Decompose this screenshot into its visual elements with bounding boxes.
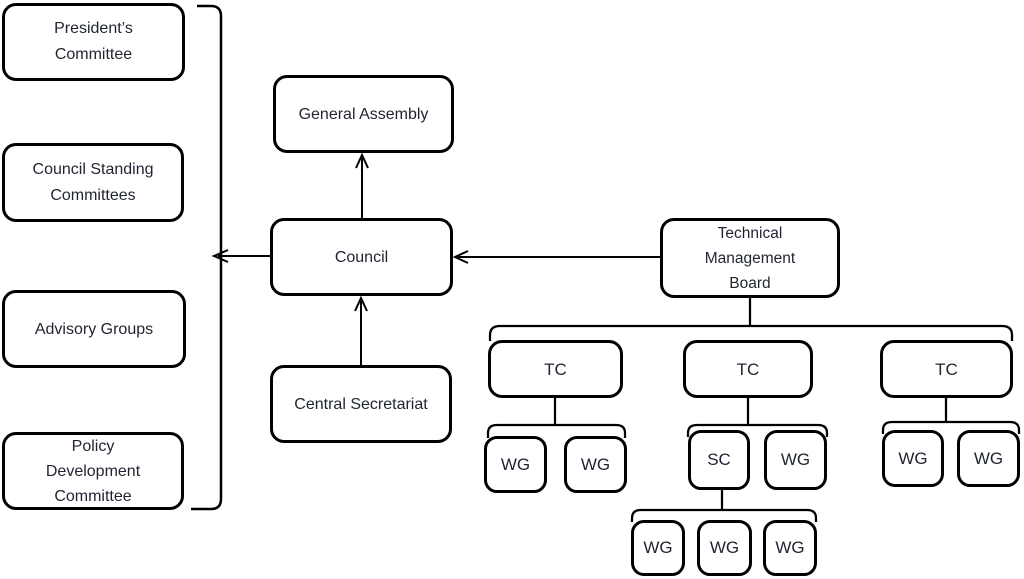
arrow-secretariat-to-council-head: [354, 295, 368, 312]
tc-1-label: TC: [544, 359, 567, 379]
tc2-wg-label: WG: [780, 450, 811, 469]
box-advisory-groups: Advisory Groups: [2, 290, 186, 368]
arrow-tmb-to-council-head: [452, 250, 469, 264]
sc-children-bracket: [630, 508, 818, 522]
central-secretariat-label: Central Secretariat: [294, 395, 428, 413]
tc-2-label: TC: [736, 359, 760, 379]
box-policy-development-committee: Policy Development Committee: [2, 432, 184, 510]
tc-row-bracket: [488, 324, 1014, 341]
box-tc-3: TC: [880, 340, 1013, 398]
box-technical-management-board: Technical Management Board: [660, 218, 840, 298]
technical-management-board-label: Technical Management Board: [704, 224, 796, 292]
council-label: Council: [334, 248, 389, 266]
box-council: Council: [270, 218, 453, 296]
sc-wg-3-label: WG: [775, 538, 805, 557]
box-central-secretariat: Central Secretariat: [270, 365, 452, 443]
tc1-wg-1-label: WG: [500, 454, 531, 474]
box-presidents-committee: President’s Committee: [2, 3, 185, 81]
arrow-council-to-committees-head: [211, 249, 229, 263]
tc3-wg-2-label: WG: [973, 448, 1004, 468]
box-council-standing-committees: Council Standing Committees: [2, 143, 184, 222]
box-tc1-wg-1: WG: [484, 436, 547, 493]
box-tc3-wg-1: WG: [882, 430, 944, 487]
sc-wg-2-label: WG: [709, 538, 740, 557]
tc1-wg-2-label: WG: [580, 454, 611, 474]
box-sc-wg-2: WG: [697, 520, 752, 576]
policy-development-committee-label: Policy Development Committee: [45, 437, 141, 505]
advisory-groups-label: Advisory Groups: [34, 320, 154, 338]
left-group-bracket: [191, 4, 223, 511]
tc2-sc-label: SC: [707, 450, 731, 469]
general-assembly-label: General Assembly: [298, 105, 429, 123]
arrow-council-to-assembly-head: [355, 152, 369, 169]
box-sc-wg-3: WG: [763, 520, 817, 576]
tc2-children-bracket: [686, 423, 829, 437]
box-general-assembly: General Assembly: [273, 75, 454, 153]
sc-wg-1-label: WG: [643, 538, 673, 557]
tc3-wg-1-label: WG: [898, 448, 928, 468]
tc3-children-bracket: [881, 420, 1021, 434]
box-tc3-wg-2: WG: [957, 430, 1020, 487]
box-tc2-sc: SC: [688, 430, 750, 490]
presidents-committee-label: President’s Committee: [54, 20, 133, 63]
tc-3-label: TC: [935, 359, 958, 379]
tc1-children-bracket: [486, 423, 627, 438]
box-sc-wg-1: WG: [631, 520, 685, 576]
box-tc-1: TC: [488, 340, 623, 398]
council-standing-committees-label: Council Standing Committees: [32, 160, 154, 204]
box-tc1-wg-2: WG: [564, 436, 627, 493]
box-tc-2: TC: [683, 340, 813, 398]
box-tc2-wg: WG: [764, 430, 827, 490]
